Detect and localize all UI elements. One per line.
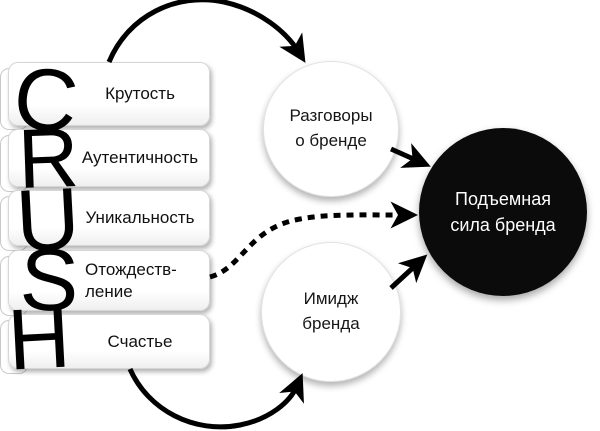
node-brand-conversations-line1: Разговоры [289, 106, 373, 126]
crush-box-coolness-label: Крутость [105, 84, 175, 104]
crush-box-identification-label-line1: Отождеств- [85, 260, 177, 280]
arrow-crush-to-conversations [106, 0, 306, 63]
crush-box-uniqueness-label: Уникальность [85, 208, 195, 228]
node-brand-lift: Подъемная сила бренда [419, 128, 587, 296]
arrow-crush-to-image [127, 367, 304, 430]
crush-box-authenticity-label: Аутентичность [81, 148, 199, 168]
crush-box-uniqueness: Уникальность [8, 190, 210, 246]
crush-box-identification: Отождеств- ление [8, 250, 210, 311]
node-brand-conversations: Разговоры о бренде [263, 61, 399, 197]
node-brand-conversations-line2: о бренде [295, 131, 367, 150]
node-brand-lift-line1: Подъемная [455, 188, 551, 209]
crush-letter-h: H [5, 289, 73, 389]
node-brand-lift-line2: сила бренда [450, 215, 556, 235]
crush-box-coolness: Крутость [8, 62, 210, 126]
crush-box-happiness: Счастье [8, 314, 210, 369]
crush-box-authenticity: Аутентичность [8, 129, 210, 187]
node-brand-image-line2: бренда [302, 314, 360, 333]
crush-box-happiness-label: Счастье [107, 331, 173, 351]
node-brand-image-line1: Имидж [303, 289, 359, 309]
node-brand-image: Имидж бренда [261, 242, 401, 382]
crush-box-identification-label-line2: ление [85, 281, 133, 301]
